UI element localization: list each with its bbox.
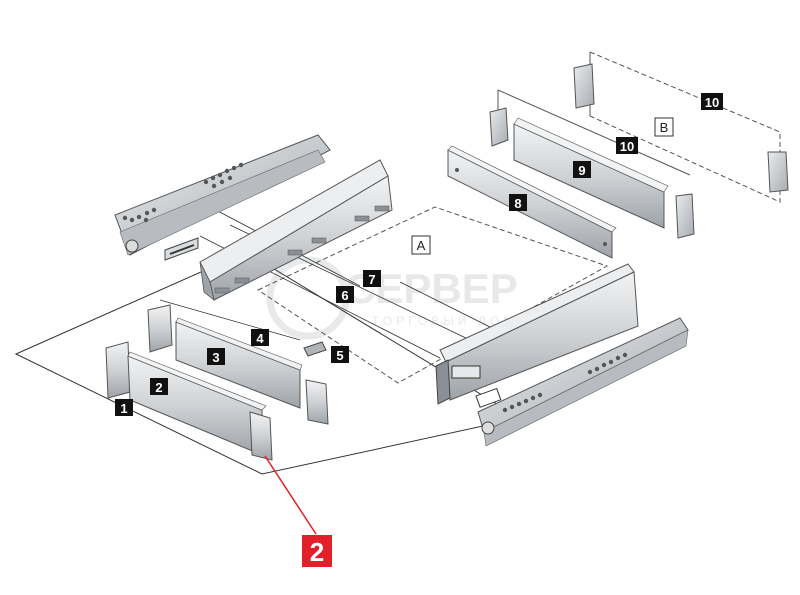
svg-text:A: A <box>417 238 426 253</box>
svg-text:B: B <box>660 120 669 135</box>
svg-text:10: 10 <box>705 95 719 110</box>
left-front-bracket <box>164 237 199 261</box>
label-2: 2 <box>150 378 168 395</box>
back-panel <box>447 145 617 259</box>
connector-clip <box>303 341 327 357</box>
svg-text:7: 7 <box>368 272 375 287</box>
svg-text:1: 1 <box>120 401 127 416</box>
svg-text:4: 4 <box>256 331 264 346</box>
label-10-lower: 10 <box>616 137 638 154</box>
svg-text:5: 5 <box>336 348 343 363</box>
left-drawer-side <box>199 159 393 302</box>
svg-text:3: 3 <box>212 350 219 365</box>
area-a-outline <box>256 206 609 384</box>
watermark: СЕРВЕР ТОРГОВЫЙ ДОМ <box>266 256 518 340</box>
label-7: 7 <box>363 270 381 287</box>
highlight-leader <box>264 455 317 535</box>
label-1: 1 <box>115 399 133 416</box>
svg-text:2: 2 <box>310 537 324 567</box>
label-3: 3 <box>207 348 225 365</box>
label-5: 5 <box>331 346 349 363</box>
svg-text:9: 9 <box>578 163 585 178</box>
right-runner <box>477 317 689 447</box>
inner-front-panel <box>147 304 329 425</box>
back-brackets <box>489 63 789 239</box>
area-labels: A B <box>411 117 674 255</box>
label-6: 6 <box>336 286 354 303</box>
highlight-label: 2 <box>302 535 332 567</box>
label-9: 9 <box>573 161 591 178</box>
area-label-b: B <box>654 117 674 137</box>
svg-text:2: 2 <box>155 380 162 395</box>
right-drawer-side <box>435 263 639 408</box>
label-10-upper: 10 <box>701 93 723 110</box>
svg-text:10: 10 <box>620 139 634 154</box>
label-4: 4 <box>251 329 269 346</box>
area-label-a: A <box>411 235 431 255</box>
svg-text:6: 6 <box>341 288 348 303</box>
watermark-subtitle: ТОРГОВЫЙ ДОМ <box>372 313 517 328</box>
label-8: 8 <box>509 194 527 211</box>
part-labels: 1 2 3 4 5 6 7 8 9 10 10 <box>115 93 723 416</box>
left-runner <box>114 134 331 256</box>
svg-text:8: 8 <box>514 196 521 211</box>
